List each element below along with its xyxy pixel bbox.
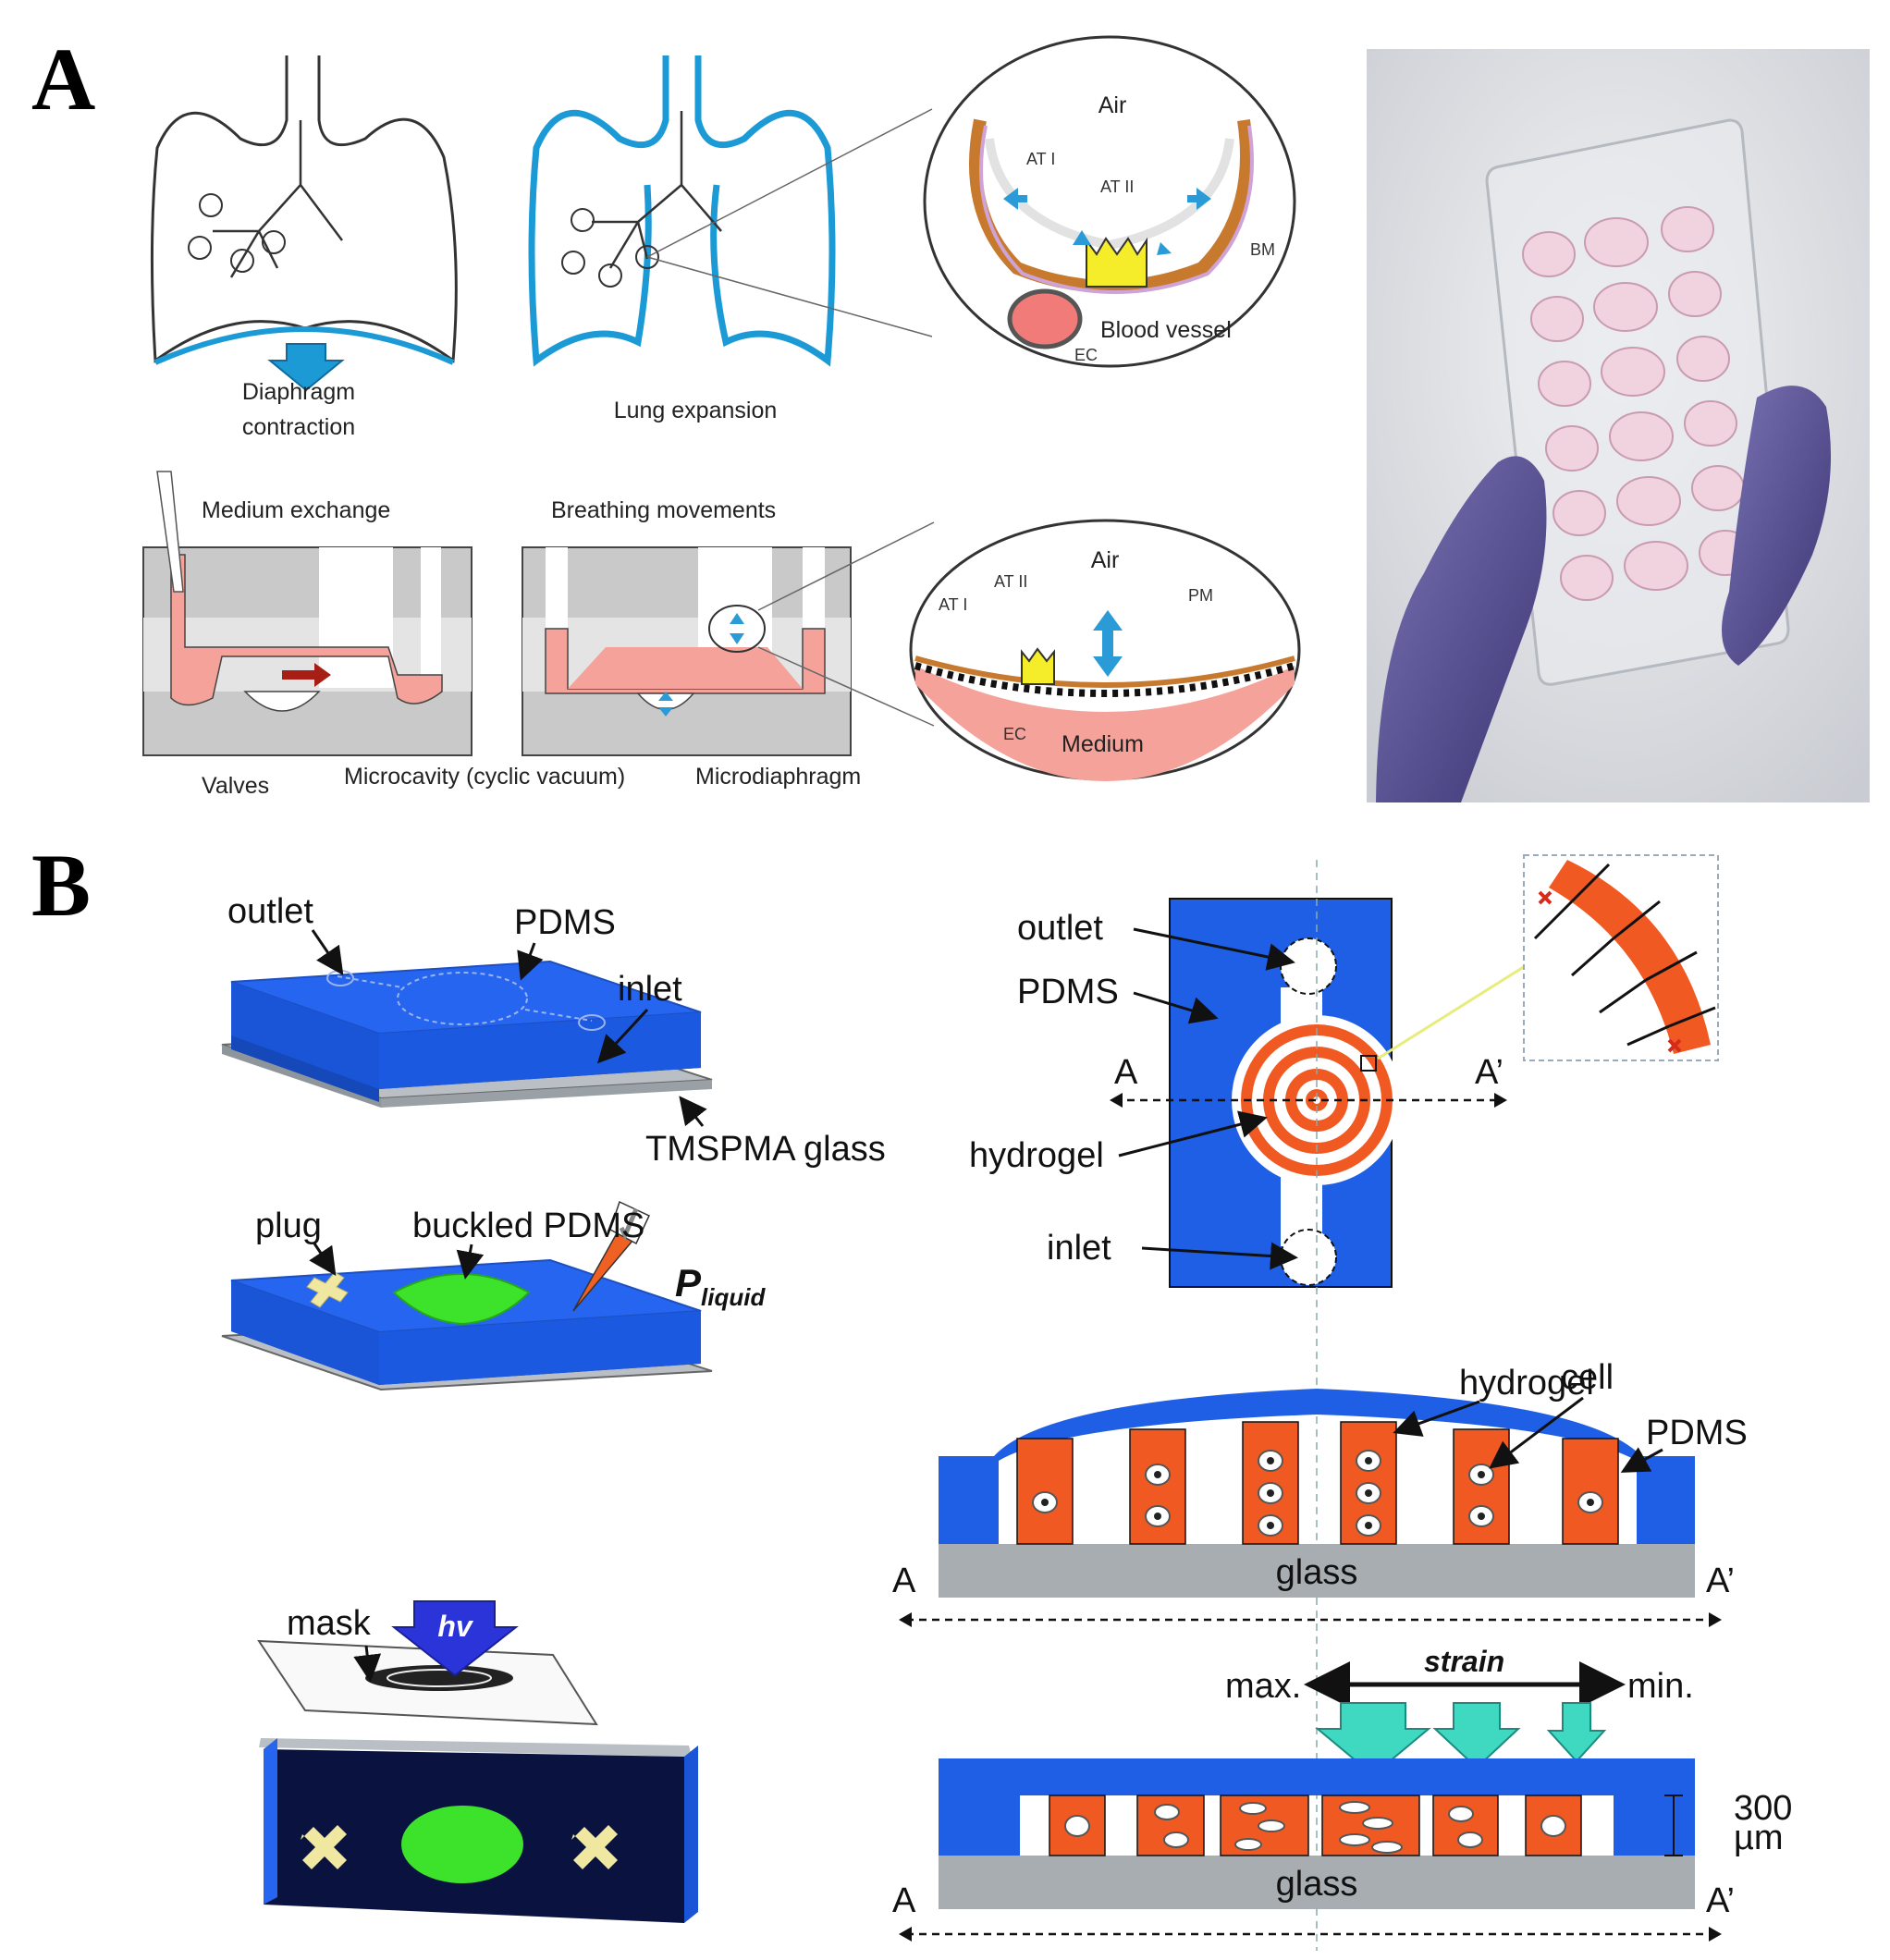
chip-breathing-movements <box>522 521 935 756</box>
strain-arrows <box>1315 1702 1607 1777</box>
top-view-device <box>1110 860 1577 1951</box>
cs1-a-prime-label: A’ <box>1706 1562 1735 1600</box>
device1-tmspma-label: TMSPMA glass <box>645 1130 886 1169</box>
cross-section-buckled <box>899 1389 1722 1627</box>
top-a-label: A <box>1114 1053 1138 1092</box>
panel-b-label: B <box>31 836 91 935</box>
cs-pdms-label: PDMS <box>1646 1414 1748 1452</box>
buckled-hydrogel-columns <box>1016 1421 1619 1545</box>
diaphragm-label-1: Diaphragm <box>242 379 355 405</box>
device-2 <box>221 1200 713 1391</box>
cs-cell-label: cell <box>1561 1358 1614 1397</box>
alveolus-bottom-ec: EC <box>1003 725 1026 743</box>
p-liquid-label: Pliquid <box>675 1261 766 1311</box>
alveolus-bottom-medium: Medium <box>1062 731 1144 757</box>
lung-expansion-label: Lung expansion <box>614 398 778 423</box>
top-pdms-label: PDMS <box>1017 973 1119 1011</box>
chip-medium-exchange <box>142 471 472 756</box>
strain-min-label: min. <box>1627 1667 1694 1706</box>
strain-label: strain <box>1424 1645 1504 1678</box>
valves-label: Valves <box>202 773 269 799</box>
alveolus-detail-top <box>923 35 1296 368</box>
alveolus-top-blood-vessel: Blood vessel <box>1100 317 1232 343</box>
thickness-value: 300 <box>1734 1789 1792 1828</box>
glass-label-1: glass <box>1276 1553 1358 1592</box>
device1-inlet-label: inlet <box>618 970 682 1009</box>
chip-photo <box>1367 49 1870 802</box>
alveolus-top-ec: EC <box>1074 346 1098 364</box>
alveolus-bottom-pm: PM <box>1188 586 1213 605</box>
strain-inset <box>1523 854 1719 1061</box>
lung-diagram-expansion <box>528 55 933 367</box>
device2-plug-label: plug <box>255 1207 322 1245</box>
alveolus-detail-bottom <box>909 519 1301 781</box>
diaphragm-label-2: contraction <box>242 414 355 440</box>
device1-pdms-label: PDMS <box>514 903 616 942</box>
mask-label: mask <box>287 1604 372 1643</box>
device1-outlet-label: outlet <box>227 892 313 931</box>
alveolus-top-air: Air <box>1098 92 1127 118</box>
device2-buckled-label: buckled PDMS <box>412 1207 644 1245</box>
top-hydrogel-label: hydrogel <box>969 1136 1104 1175</box>
alveolus-top-at1: AT I <box>1026 150 1055 168</box>
alveolus-top-at2: AT II <box>1100 178 1134 196</box>
alveolus-bottom-at1: AT I <box>939 595 967 614</box>
cs2-a-label: A <box>892 1881 916 1920</box>
alveolus-bottom-air: Air <box>1091 547 1120 573</box>
device-3 <box>257 1600 698 1923</box>
microcavity-label: Microcavity (cyclic vacuum) <box>344 764 625 790</box>
top-a-prime-label: A’ <box>1475 1053 1503 1092</box>
microdiaphragm-label: Microdiaphragm <box>695 764 861 790</box>
cs2-a-prime-label: A’ <box>1706 1881 1735 1920</box>
device-1 <box>221 960 713 1108</box>
cs1-a-label: A <box>892 1562 916 1600</box>
strain-max-label: max. <box>1225 1667 1301 1706</box>
medium-exchange-label: Medium exchange <box>202 497 390 523</box>
cs-hydrogel-label: hydrogel <box>1459 1364 1594 1403</box>
panel-a-label: A <box>31 30 95 129</box>
glass-label-2: glass <box>1276 1865 1358 1904</box>
hv-label: hv <box>437 1610 474 1643</box>
alveolus-bottom-at2: AT II <box>994 572 1027 591</box>
top-outlet-label: outlet <box>1017 909 1103 948</box>
breathing-movements-label: Breathing movements <box>551 497 776 523</box>
lung-diagram-contraction <box>150 55 458 392</box>
diaphragm-arrow <box>267 343 345 392</box>
top-inlet-label: inlet <box>1047 1229 1111 1268</box>
alveolus-top-bm: BM <box>1250 240 1275 259</box>
thickness-unit: µm <box>1734 1819 1784 1857</box>
cross-section-flat <box>899 1758 1722 1942</box>
